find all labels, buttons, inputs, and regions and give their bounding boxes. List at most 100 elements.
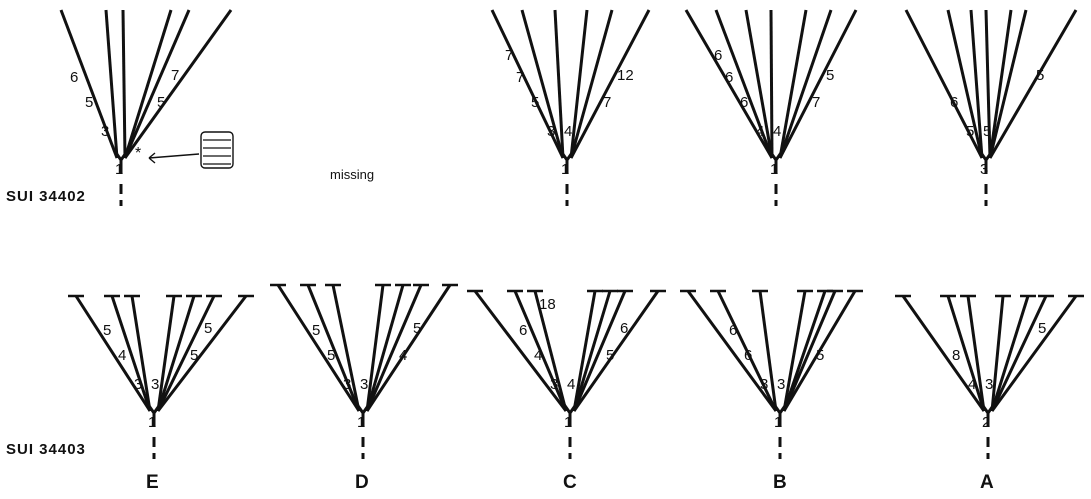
branch-count-label: 6 <box>519 322 527 339</box>
branch-line <box>990 295 1048 412</box>
branch-count-label: 7 <box>516 69 524 86</box>
branch-count-label: 1 <box>357 414 365 431</box>
branch-count-label: 4 <box>534 347 542 364</box>
branch-line <box>778 9 808 159</box>
branch-line <box>572 290 597 412</box>
column-label-d: D <box>355 472 369 493</box>
branch-count-label: 5 <box>85 94 93 111</box>
branch-line <box>990 295 1005 412</box>
branch-line <box>104 9 119 159</box>
branch-count-label: 1 <box>564 414 572 431</box>
branch-line <box>365 284 385 412</box>
fork-right <box>986 402 997 414</box>
fork-right <box>778 402 789 414</box>
branch-line <box>716 290 778 412</box>
sketch-arrowhead <box>148 157 156 164</box>
branch-count-label: 3 <box>101 123 109 140</box>
branch-line <box>988 9 1028 159</box>
branch-line <box>569 9 651 159</box>
branch-count-label: 3 <box>343 376 351 393</box>
branch-line <box>990 295 1030 412</box>
branch-count-label: 4 <box>773 123 781 140</box>
column-label-b: B <box>773 472 787 493</box>
branch-line <box>904 9 984 159</box>
asterisk-marker: * <box>135 145 141 162</box>
branch-line <box>569 9 589 159</box>
branch-count-label: 1 <box>770 161 778 178</box>
branch-count-label: 1 <box>774 414 782 431</box>
branch-line <box>782 290 837 412</box>
branch-line <box>769 9 774 159</box>
branch-count-label: 6 <box>950 94 958 111</box>
branch-line <box>130 295 152 412</box>
branch-count-label: 5 <box>312 322 320 339</box>
branch-count-label: 5 <box>606 347 614 364</box>
branch-line <box>778 9 833 159</box>
branch-line <box>714 9 774 159</box>
fork-right <box>152 402 163 414</box>
branch-line <box>123 9 173 159</box>
branch-count-label: 5 <box>413 320 421 337</box>
branch-line <box>782 290 827 412</box>
branch-count-label: 5 <box>816 347 824 364</box>
branch-line <box>553 9 565 159</box>
sketch-arrowhead <box>148 152 156 159</box>
branch-line <box>782 290 857 412</box>
branch-line <box>156 295 216 412</box>
branch-count-label: 5 <box>966 123 974 140</box>
branch-line <box>684 9 774 159</box>
branch-count-label: 6 <box>725 69 733 86</box>
branch-count-label: 6 <box>714 47 722 64</box>
branch-line <box>946 9 984 159</box>
branch-count-label: 5 <box>1036 67 1044 84</box>
branch-count-label: 4 <box>567 376 575 393</box>
branch-count-label: 5 <box>531 94 539 111</box>
branch-line <box>156 295 176 412</box>
missing-note: missing <box>330 167 375 182</box>
fork-left <box>558 149 569 161</box>
branch-count-label: 5 <box>327 347 335 364</box>
branch-count-label: 6 <box>744 347 752 364</box>
branch-count-label: 5 <box>190 347 198 364</box>
branch-count-label: 6 <box>729 322 737 339</box>
branch-count-label: 18 <box>539 296 556 313</box>
branch-count-label: 8 <box>952 347 960 364</box>
specimen-label-bottom: SUI 34403 <box>6 441 86 458</box>
branch-count-label: 3 <box>985 376 993 393</box>
column-label-a: A <box>980 472 994 493</box>
branch-line <box>156 295 196 412</box>
branch-line <box>946 295 986 412</box>
fork-left <box>112 149 123 161</box>
fork-right <box>568 402 579 414</box>
branch-line <box>123 9 233 159</box>
branch-count-label: 4 <box>968 376 976 393</box>
branch-line <box>306 284 361 412</box>
branch-line <box>533 290 568 412</box>
fork-right <box>565 149 576 161</box>
branch-count-label: 7 <box>171 67 179 84</box>
branch-count-label: 6 <box>620 320 628 337</box>
branch-count-label: 6 <box>740 94 748 111</box>
branch-line <box>59 9 119 159</box>
sketch-arrow <box>148 153 200 159</box>
branch-count-label: 6 <box>70 69 78 86</box>
column-label-e: E <box>146 472 159 493</box>
branch-line <box>572 290 660 412</box>
branch-count-label: 5 <box>983 123 991 140</box>
branch-line <box>121 9 127 159</box>
branch-line <box>686 290 778 412</box>
branch-line <box>744 9 774 159</box>
fork-left <box>979 402 990 414</box>
branch-count-label: 7 <box>603 94 611 111</box>
branch-count-label: 5 <box>204 320 212 337</box>
branch-count-label: 2 <box>982 414 990 431</box>
branch-line <box>365 284 423 412</box>
column-label-c: C <box>563 472 577 493</box>
branch-line <box>123 9 191 159</box>
branch-count-label: 3 <box>550 376 558 393</box>
branch-line <box>513 290 568 412</box>
branch-count-label: 3 <box>980 161 988 178</box>
branch-line <box>572 290 612 412</box>
branch-count-label: 5 <box>1038 320 1046 337</box>
